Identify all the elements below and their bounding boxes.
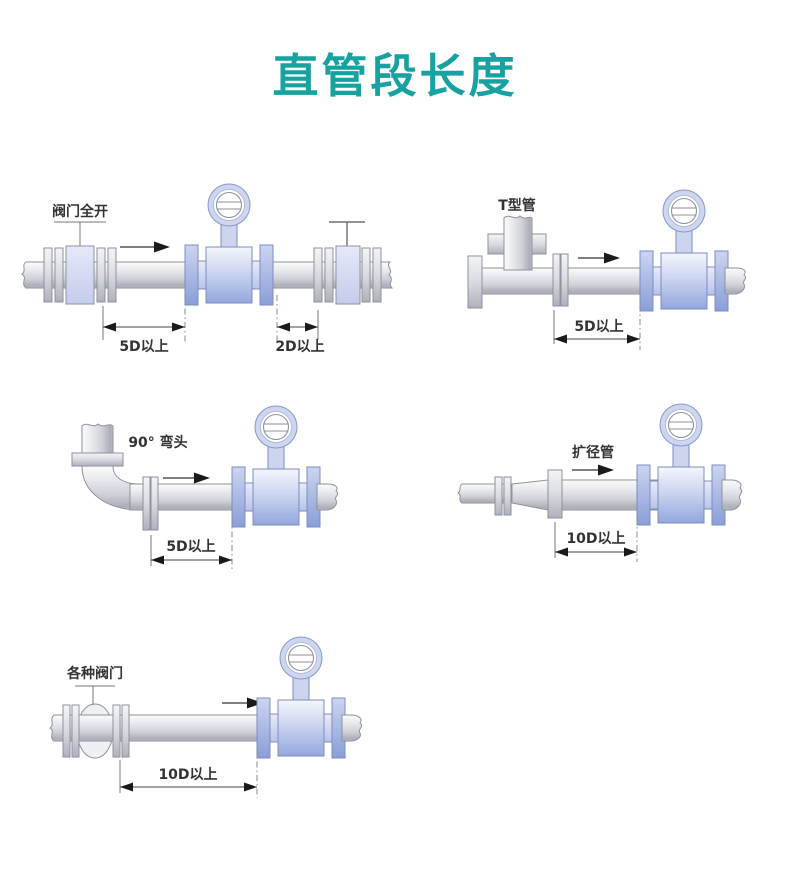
pipe-stub: [721, 479, 743, 511]
gate-valve-left: [43, 245, 117, 305]
flange-mid: [552, 253, 569, 307]
elbow-fitting: [71, 423, 141, 511]
flange-right: [112, 704, 130, 758]
flow-arrow-icon: [572, 464, 614, 476]
flow-arrow-icon: [578, 252, 620, 264]
gate-valve-right: [313, 221, 382, 305]
pipe-stub: [316, 483, 339, 511]
pipe-stub: [724, 267, 747, 295]
flange-left: [467, 255, 483, 309]
diagram-various-valves: 各种阀门 10D以上: [49, 636, 363, 798]
dimension-label: 2D以上: [275, 339, 324, 355]
valve-label-leader: [54, 221, 106, 246]
flowmeter-icon: [184, 183, 274, 306]
flowmeter-icon: [636, 403, 726, 526]
valve-label-leader: [75, 685, 115, 705]
diagram-label: T型管: [498, 197, 536, 214]
expander-cone: [511, 479, 549, 511]
pipe-stub: [341, 714, 363, 742]
flow-arrow-icon: [222, 697, 263, 709]
dimension-upstream: [102, 295, 186, 344]
dimension-downstream: [276, 295, 319, 344]
t-fitting: [487, 215, 547, 271]
flowmeter-icon: [256, 636, 346, 759]
diagram-expander-pipe: 扩径管 10D以上: [457, 403, 743, 562]
flowmeter-icon: [231, 405, 321, 528]
flow-arrow-icon: [163, 472, 210, 484]
flange-small: [494, 476, 512, 516]
diagram-t-pipe: T型管 5D以上: [467, 189, 747, 350]
dimension-label: 5D以上: [574, 319, 623, 335]
diagram-label: 90° 弯头: [128, 434, 187, 451]
diagram-valve-fully-open: 阀门全开 5D以上 2D以上: [21, 183, 394, 355]
dimension-upstream: [150, 518, 233, 570]
flowmeter-icon: [639, 189, 729, 312]
flange: [142, 476, 159, 531]
diagram-label: 阀门全开: [52, 203, 108, 220]
diagram-90-elbow: 90° 弯头 5D以上: [71, 405, 339, 570]
diagram-label: 扩径管: [572, 444, 614, 461]
dimension-upstream: [554, 518, 638, 562]
page-title: 直管段长度: [272, 49, 518, 103]
dimension-label: 5D以上: [119, 339, 168, 355]
flow-arrow-icon: [120, 241, 170, 253]
dimension-label: 5D以上: [166, 539, 215, 555]
dimension-upstream: [119, 748, 258, 798]
dimension-label: 10D以上: [158, 767, 217, 783]
diagram-label: 各种阀门: [66, 665, 123, 682]
dimension-label: 10D以上: [566, 531, 625, 547]
flange-left: [62, 704, 80, 758]
dimension-upstream: [553, 292, 641, 350]
flange-large: [547, 469, 563, 519]
pipe: [49, 714, 261, 742]
